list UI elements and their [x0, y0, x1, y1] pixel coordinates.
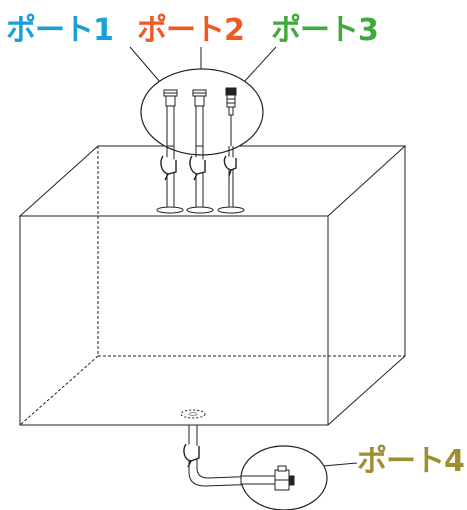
clamp-port4 — [183, 443, 200, 462]
bottom-outlet — [180, 409, 263, 487]
magnified-connector-port1 — [163, 89, 178, 147]
tube-base-plates — [156, 206, 245, 214]
tank-hidden-edges — [19, 146, 405, 426]
tank-side-edges — [327, 146, 406, 426]
clamp-port1 — [160, 155, 177, 181]
bottom-tube-inner — [196, 425, 263, 479]
port-leader-lines — [129, 46, 358, 467]
clamp-port2 — [189, 155, 206, 181]
tube-clamps — [160, 155, 237, 181]
top-tubes — [166, 146, 234, 208]
tank-top-face — [18, 145, 407, 217]
port3-label: ポート3 — [271, 13, 379, 48]
port2-label: ポート2 — [137, 13, 245, 48]
port4-label: ポート4 — [357, 444, 465, 479]
magnified-connector-port2 — [192, 89, 207, 147]
clamp-port3 — [223, 155, 237, 177]
magnified-connector-port4 — [240, 465, 295, 491]
port1-label: ポート1 — [6, 13, 114, 48]
bottom-outlet-ring — [180, 409, 206, 419]
tank-box — [18, 145, 407, 426]
magnified-connectors — [163, 87, 237, 147]
magnified-connector-port3 — [225, 87, 237, 146]
bottom-tube-outer — [188, 425, 263, 487]
tank-front-face — [19, 215, 329, 426]
